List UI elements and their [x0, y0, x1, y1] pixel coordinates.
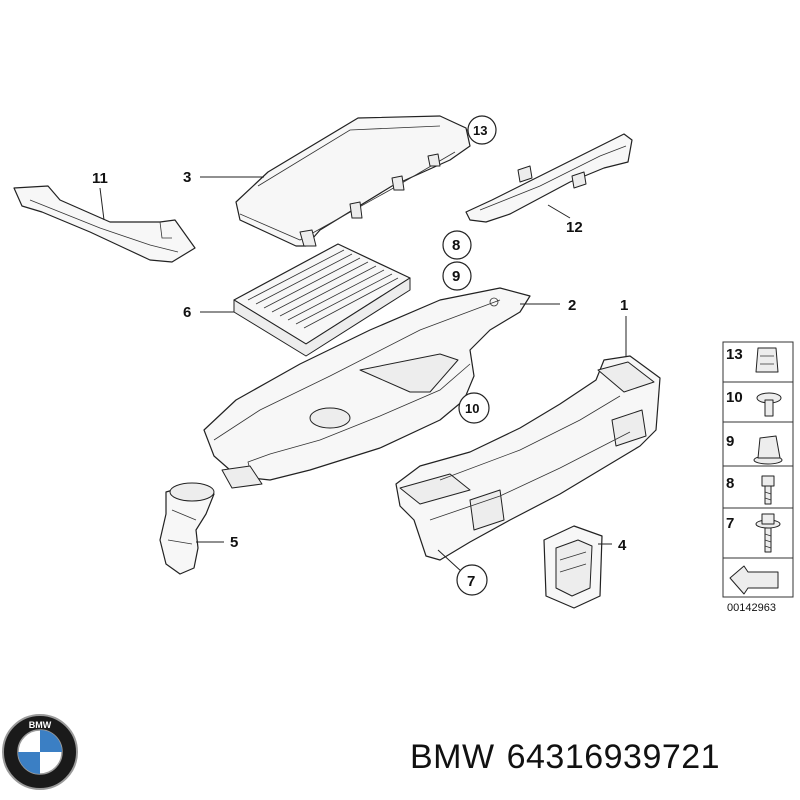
footer-part-number: 64316939721 [506, 738, 721, 776]
callout-8-circle [442, 230, 472, 260]
diagram-code: 00142963 [727, 602, 776, 614]
callout-13: 13 [473, 123, 487, 138]
flange-bolt-icon [755, 513, 781, 553]
fastener-legend: 13 10 9 8 7 [722, 341, 794, 598]
callout-7: 7 [467, 573, 475, 590]
callout-10: 10 [465, 401, 479, 416]
screw-icon [756, 392, 782, 417]
callout-9: 9 [452, 268, 460, 285]
callout-9-circle [442, 261, 472, 291]
callout-6: 6 [183, 304, 191, 321]
part-5-intake-hose [159, 482, 215, 575]
leader-12 [547, 204, 571, 219]
part-2-lower-housing [203, 287, 531, 489]
callout-1: 1 [620, 297, 628, 314]
expansion-nut-icon [753, 435, 783, 465]
callout-12: 12 [566, 219, 583, 236]
arrow-symbol-icon [729, 565, 779, 595]
logo-lettering: BMW [29, 720, 52, 730]
clip-nut-icon [755, 347, 779, 373]
leader-11 [99, 187, 105, 221]
callout-5: 5 [230, 534, 238, 551]
callout-3: 3 [183, 169, 191, 186]
part-12-bracket [465, 133, 633, 223]
legend-label-13: 13 [726, 346, 743, 363]
callout-4: 4 [618, 537, 627, 554]
legend-label-10: 10 [726, 389, 743, 406]
legend-label-7: 7 [726, 515, 734, 532]
callout-2: 2 [568, 297, 576, 314]
legend-label-9: 9 [726, 433, 734, 450]
part-3-filter-cover [235, 115, 471, 247]
part-4-grille [543, 525, 603, 609]
callout-8: 8 [452, 237, 460, 254]
callout-10-circle [458, 392, 490, 424]
callout-7-circle [456, 564, 488, 596]
legend-label-8: 8 [726, 475, 734, 492]
callout-11: 11 [92, 170, 108, 187]
callout-13-circle [467, 115, 497, 145]
leader-7 [437, 549, 463, 573]
bmw-logo: BMW [2, 714, 78, 790]
part-11-bracket [13, 185, 196, 263]
bolt-icon [761, 475, 775, 505]
part-1-air-duct [395, 355, 661, 561]
footer-brand: BMW [410, 738, 495, 776]
footer-part-info: BMW 64316939721 [410, 738, 790, 788]
